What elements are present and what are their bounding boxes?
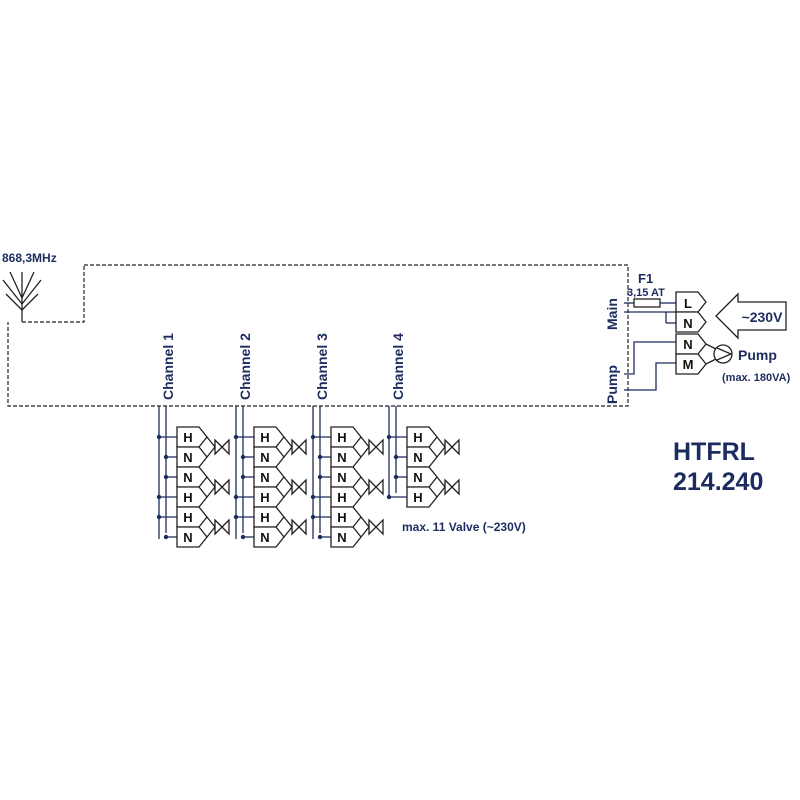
mains-section-label: Main [604, 298, 620, 330]
channel-2-label: Channel 2 [237, 333, 253, 400]
channel-terminal: N [240, 466, 285, 488]
fuse-rating: 3,15 AT [627, 287, 665, 299]
channel-terminal: N [240, 446, 285, 468]
svg-text:L: L [684, 296, 692, 311]
svg-text:H: H [337, 430, 346, 445]
valve-icon [206, 436, 230, 458]
svg-text:N: N [337, 530, 346, 545]
terminal-l: L [675, 291, 707, 313]
supply-arrow: ~230V [715, 292, 787, 340]
channel-3-label: Channel 3 [314, 333, 330, 400]
channel-terminal: H [233, 426, 285, 448]
svg-text:H: H [260, 430, 269, 445]
pump-rating: (max. 180VA) [722, 372, 791, 384]
pump-icon [705, 343, 733, 365]
svg-text:H: H [413, 490, 422, 505]
valve-icon [436, 436, 460, 458]
pump-wiring [624, 341, 676, 391]
antenna [2, 265, 85, 323]
svg-text:H: H [413, 430, 422, 445]
svg-text:M: M [683, 357, 694, 372]
valve-icon [283, 476, 307, 498]
channel-terminal: H [386, 426, 438, 448]
channel-terminal: N [317, 526, 362, 548]
svg-text:N: N [337, 450, 346, 465]
channel-4-label: Channel 4 [390, 333, 406, 400]
svg-text:H: H [337, 510, 346, 525]
channel-terminal: H [386, 486, 438, 508]
valve-icon [436, 476, 460, 498]
svg-text:N: N [683, 316, 692, 331]
channel-terminal: H [156, 506, 208, 528]
pump-section-label: Pump [604, 365, 620, 404]
channel-terminal: H [156, 426, 208, 448]
valve-icon [283, 436, 307, 458]
channel-terminal: N [317, 466, 362, 488]
channel-terminal: N [317, 446, 362, 468]
channel-terminal: H [233, 486, 285, 508]
channel-terminal: H [310, 486, 362, 508]
valve-icon [360, 476, 384, 498]
channel-terminal: H [233, 506, 285, 528]
svg-text:N: N [183, 450, 192, 465]
pump-label: Pump [738, 347, 777, 363]
valve-icon [283, 516, 307, 538]
valve-note: max. 11 Valve (~230V) [402, 520, 526, 534]
svg-text:H: H [183, 430, 192, 445]
channel-1-label: Channel 1 [160, 333, 176, 400]
svg-text:N: N [260, 450, 269, 465]
pump-terminal-n: N [675, 333, 707, 355]
valve-icon [206, 476, 230, 498]
svg-text:H: H [183, 490, 192, 505]
fuse-name: F1 [638, 271, 653, 286]
channel-terminal: N [393, 446, 438, 468]
model-name: HTFRL [673, 438, 755, 466]
channel-terminal: N [240, 526, 285, 548]
antenna-frequency: 868,3MHz [2, 251, 57, 265]
svg-text:N: N [337, 470, 346, 485]
terminal-n: N [675, 311, 707, 333]
svg-text:N: N [183, 470, 192, 485]
model-number: 214.240 [673, 468, 763, 496]
supply-label: ~230V [742, 309, 784, 325]
controller-housing [7, 264, 629, 407]
svg-text:N: N [413, 450, 422, 465]
channel-terminal: H [310, 506, 362, 528]
channel-terminal: H [310, 426, 362, 448]
channel-terminal: N [163, 446, 208, 468]
channel-terminal: N [163, 466, 208, 488]
channel-terminal: N [393, 466, 438, 488]
channel-terminal: H [156, 486, 208, 508]
valve-icon [206, 516, 230, 538]
svg-text:N: N [413, 470, 422, 485]
valve-icon [360, 516, 384, 538]
svg-text:H: H [260, 510, 269, 525]
svg-text:N: N [683, 337, 692, 352]
svg-text:H: H [260, 490, 269, 505]
svg-text:H: H [337, 490, 346, 505]
svg-text:H: H [183, 510, 192, 525]
channel-terminal: N [163, 526, 208, 548]
fuse-symbol [624, 298, 676, 324]
svg-text:N: N [183, 530, 192, 545]
pump-terminal-m: M [675, 353, 707, 375]
valve-icon [360, 436, 384, 458]
svg-text:N: N [260, 530, 269, 545]
svg-text:N: N [260, 470, 269, 485]
